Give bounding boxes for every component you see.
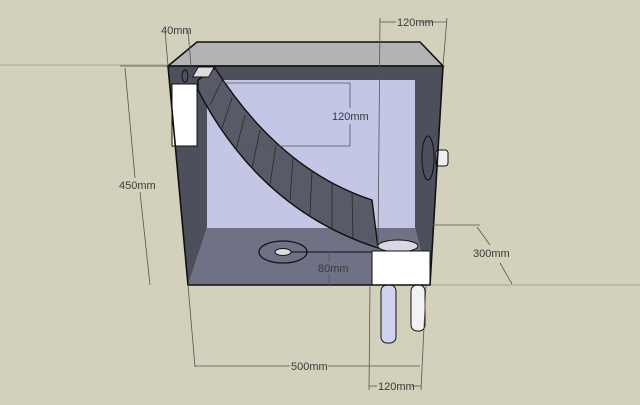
left-hole <box>181 69 189 83</box>
side-fitting-ring <box>421 135 435 181</box>
dim-ramp-height[interactable]: 120mm <box>332 111 369 123</box>
dim-depth[interactable]: 300mm <box>473 248 510 260</box>
right-wall <box>415 66 443 285</box>
box-model <box>165 41 449 344</box>
outlet-white-block <box>371 250 431 286</box>
top-face <box>165 41 445 67</box>
dim-wall-thickness[interactable]: 40mm <box>161 25 192 37</box>
outlet-opening <box>377 239 419 253</box>
dim-drain-height[interactable]: 80mm <box>318 263 349 275</box>
outlet-pipe-1 <box>380 284 397 344</box>
side-fitting <box>435 149 449 167</box>
dim-total-width[interactable]: 500mm <box>291 361 328 373</box>
dim-outlet-width[interactable]: 120mm <box>378 381 415 393</box>
ramp-ribs <box>209 79 354 239</box>
top-rim <box>188 66 443 80</box>
back-panel <box>207 80 415 228</box>
left-white-block <box>171 83 198 147</box>
dimension-lines <box>120 17 513 391</box>
dim-top-right-width[interactable]: 120mm <box>397 17 434 29</box>
box-outline <box>167 65 444 286</box>
dim-total-height[interactable]: 450mm <box>119 180 156 192</box>
outlet-pipe-2 <box>410 284 426 332</box>
drain-hole <box>274 248 292 256</box>
top-slot <box>191 66 216 78</box>
